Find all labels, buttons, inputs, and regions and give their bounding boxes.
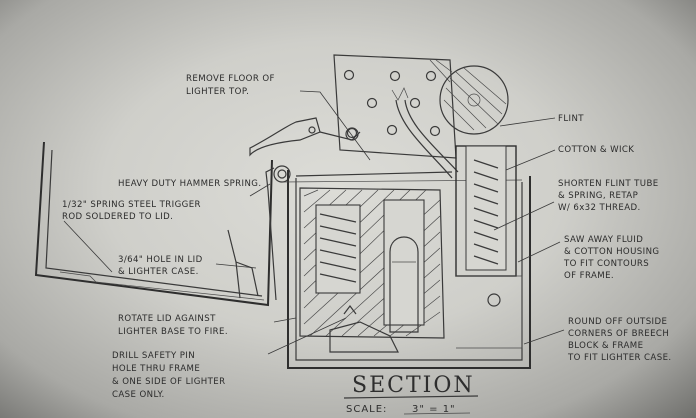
- lighter-case: [281, 170, 531, 369]
- label-drill-safety-1: DRILL SAFETY PIN: [112, 351, 195, 361]
- lighter-lid: [34, 141, 273, 307]
- leader-lines: [63, 90, 565, 355]
- label-remove-floor-2: LIGHTER TOP.: [186, 87, 249, 97]
- label-drill-safety-4: CASE ONLY.: [112, 390, 165, 400]
- label-cotton-wick: COTTON & WICK: [558, 145, 634, 155]
- title-block: SECTION SCALE: 3" = 1": [343, 373, 479, 415]
- label-round-off-1: ROUND OFF OUTSIDE: [568, 317, 667, 327]
- label-saw-away-3: TO FIT CONTOURS: [563, 259, 649, 269]
- label-shorten-flint-1: SHORTEN FLINT TUBE: [558, 179, 659, 189]
- label-remove-floor-1: REMOVE FLOOR OF: [186, 74, 275, 84]
- label-spring-steel-2: ROD SOLDERED TO LID.: [62, 212, 173, 222]
- label-flint: FLINT: [558, 114, 584, 124]
- chimney: [333, 54, 457, 159]
- label-shorten-flint-3: W/ 6x32 THREAD.: [558, 203, 641, 213]
- trigger-sear: [329, 305, 399, 353]
- label-rotate-lid-2: LIGHTER BASE TO FIRE.: [118, 327, 228, 337]
- label-shorten-flint-2: & SPRING, RETAP: [558, 191, 638, 201]
- label-hole-in-lid-2: & LIGHTER CASE.: [118, 267, 199, 277]
- cartridge: [383, 199, 425, 333]
- wick: [391, 87, 459, 179]
- label-hammer-spring: HEAVY DUTY HAMMER SPRING.: [118, 179, 261, 189]
- scale-label: SCALE:: [346, 404, 387, 415]
- label-saw-away-4: OF FRAME.: [564, 271, 614, 281]
- scale-value: 3" = 1": [412, 404, 456, 415]
- flint-wheel: [439, 65, 509, 135]
- label-round-off-3: BLOCK & FRAME: [568, 341, 643, 351]
- label-round-off-2: CORNERS OF BREECH: [568, 329, 669, 339]
- label-spring-steel-1: 1/32" SPRING STEEL TRIGGER: [62, 200, 201, 210]
- label-drill-safety-2: HOLE THRU FRAME: [112, 364, 200, 374]
- annotations: REMOVE FLOOR OF LIGHTER TOP. FLINT COTTO…: [62, 74, 672, 400]
- label-hole-in-lid-1: 3/64" HOLE IN LID: [118, 255, 203, 265]
- label-round-off-4: TO FIT LIGHTER CASE.: [567, 353, 672, 363]
- label-saw-away-2: & COTTON HOUSING: [564, 247, 659, 257]
- label-saw-away-1: SAW AWAY FLUID: [564, 235, 643, 245]
- firing-spring: [315, 204, 361, 294]
- label-drill-safety-3: & ONE SIDE OF LIGHTER: [112, 377, 226, 387]
- flint-tube: [455, 145, 523, 349]
- label-rotate-lid-1: ROTATE LID AGAINST: [118, 314, 216, 324]
- section-title: SECTION: [352, 373, 475, 398]
